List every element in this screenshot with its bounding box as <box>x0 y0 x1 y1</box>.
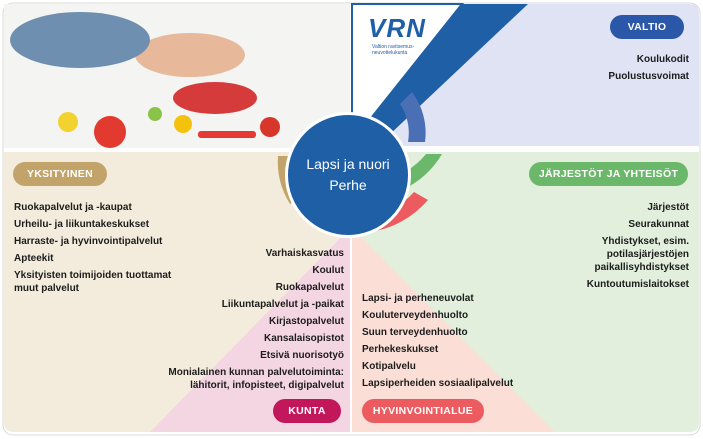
photo-toy-pot <box>173 82 257 114</box>
photo-hand <box>135 33 245 77</box>
kunta-list: Varhaiskasvatus Koulut Ruokapalvelut Lii… <box>168 247 344 396</box>
kunta-item: Etsivä nuorisotyö <box>260 350 344 361</box>
kunta-panel <box>150 228 350 432</box>
hyvinvointialue-list: Lapsi- ja perheneuvolat Kouluterveydenhu… <box>362 292 513 394</box>
center-circle: Lapsi ja nuori Perhe <box>285 112 411 238</box>
hyvinvointialue-panel <box>352 228 555 432</box>
hyvinvointialue-item: Lapsiperheiden sosiaalipalvelut <box>362 378 514 389</box>
jarjestot-item: Yhdistykset, esim. potilasjärjestöjen pa… <box>594 236 690 273</box>
yksityinen-item: Ruokapalvelut ja -kaupat <box>14 202 132 213</box>
hyvinvointialue-badge: HYVINVOINTIALUE <box>362 399 484 423</box>
valtio-badge: VALTIO <box>610 15 684 39</box>
yksityinen-item: Harraste- ja hyvinvointipalvelut <box>14 236 163 247</box>
photo-toy-lemon <box>58 112 78 132</box>
arc-valtio <box>400 92 426 142</box>
photo-arm <box>10 12 150 68</box>
hyvinvointialue-item: Kouluterveydenhuolto <box>362 310 469 321</box>
jarjestot-badge: JÄRJESTÖT JA YHTEISÖT <box>529 162 688 186</box>
kunta-item: Liikuntapalvelut ja -paikat <box>221 299 344 310</box>
center-line-1: Lapsi ja nuori <box>306 156 390 172</box>
kunta-item: Varhaiskasvatus <box>265 248 344 259</box>
vrn-logo-blue-band <box>352 4 528 170</box>
kunta-badge: KUNTA <box>273 399 341 423</box>
vrn-logo-subtitle: Valtion ravitsemus- neuvottelukunta <box>372 44 415 56</box>
photo-toy-plate <box>94 116 126 148</box>
vrn-logo-text: VRN <box>368 13 426 43</box>
kunta-item: Kirjastopalvelut <box>268 316 344 327</box>
photo-toy-yellow <box>174 115 192 133</box>
kunta-item: Koulut <box>312 265 344 276</box>
yksityinen-item: Urheilu- ja liikuntakeskukset <box>14 219 150 230</box>
photo-toy-lime <box>148 107 162 121</box>
valtio-item: Puolustusvoimat <box>608 71 689 82</box>
yksityinen-list: Ruokapalvelut ja -kaupat Urheilu- ja lii… <box>14 201 171 299</box>
hyvinvointialue-item: Kotipalvelu <box>362 361 416 372</box>
photo-toy-utensil <box>198 131 256 138</box>
hyvinvointialue-item: Perhekeskukset <box>362 344 439 355</box>
valtio-item: Koulukodit <box>636 54 689 65</box>
yksityinen-item: Yksityisten toimijoiden tuottamat muut p… <box>14 270 172 294</box>
photo-toy-tomato <box>260 117 280 137</box>
jarjestot-item: Seurakunnat <box>628 219 689 230</box>
jarjestot-item: Kuntoutumislaitokset <box>586 279 689 290</box>
center-line-2: Perhe <box>329 177 367 193</box>
kunta-item: Kansalaisopistot <box>263 333 344 344</box>
yksityinen-item: Apteekit <box>14 253 54 264</box>
hyvinvointialue-item: Suun terveydenhuolto <box>362 327 468 338</box>
valtio-list: Koulukodit Puolustusvoimat <box>608 53 689 87</box>
kunta-item: Monialainen kunnan palvelutoiminta: lähi… <box>168 367 344 391</box>
yksityinen-badge: YKSITYINEN <box>13 162 107 186</box>
jarjestot-item: Järjestöt <box>647 202 689 213</box>
hyvinvointialue-item: Lapsi- ja perheneuvolat <box>362 293 474 304</box>
jarjestot-list: Järjestöt Seurakunnat Yhdistykset, esim.… <box>587 201 689 295</box>
kunta-item: Ruokapalvelut <box>275 282 344 293</box>
